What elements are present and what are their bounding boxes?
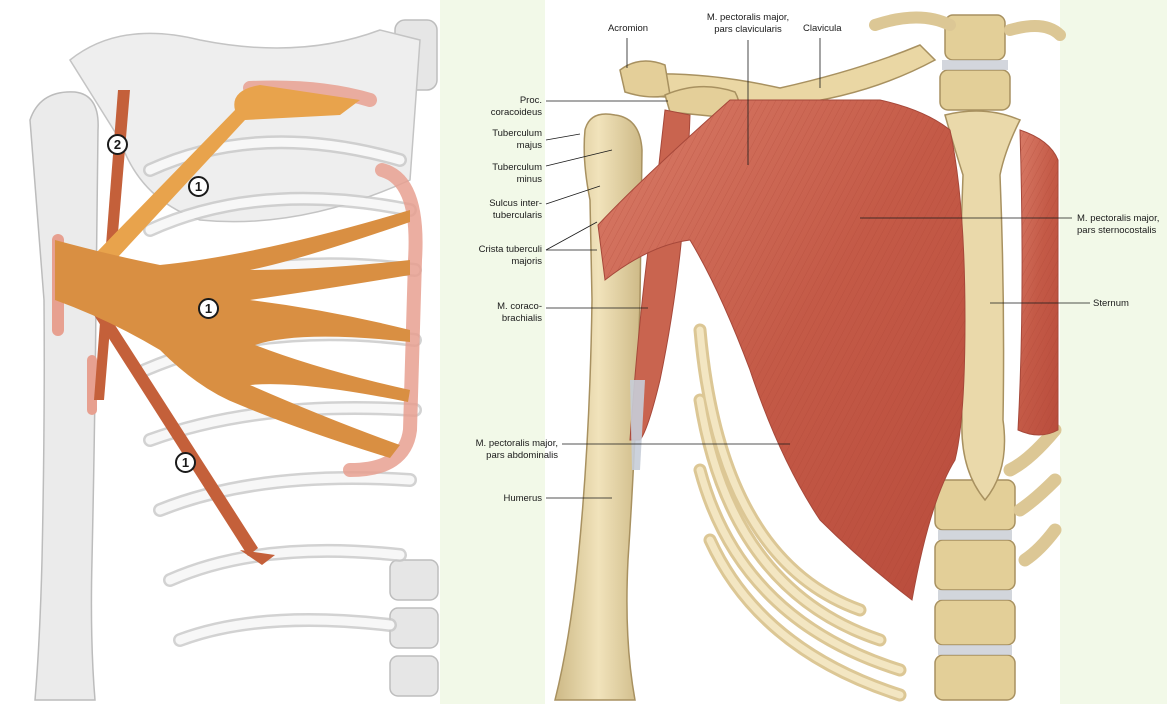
schematic-sternocostal-part	[55, 210, 410, 458]
label-sternum: Sternum	[1093, 298, 1129, 309]
label-clavicula: Clavicula	[803, 23, 842, 34]
label-pect-sternocostalis: M. pectoralis major, pars sternocostalis	[1077, 213, 1160, 236]
label-tuberculum-majus: Tuberculum majus	[492, 128, 542, 151]
illustration-panel	[545, 0, 1090, 704]
vertebral-column	[934, 14, 1016, 701]
label-humerus: Humerus	[503, 493, 542, 504]
marker-lower-strip: 1	[175, 452, 196, 473]
schematic-humerus	[29, 91, 99, 701]
marker-clavicular-part: 1	[188, 176, 209, 197]
marker-coracobrachialis: 2	[107, 134, 128, 155]
marker-sternocostal-part: 1	[198, 298, 219, 319]
label-crista: Crista tuberculi majoris	[478, 244, 542, 267]
label-tuberculum-minus: Tuberculum minus	[492, 162, 542, 185]
schematic-panel	[0, 0, 440, 704]
label-pect-abdominalis: M. pectoralis major, pars abdominalis	[475, 438, 558, 461]
label-pect-clavicularis: M. pectoralis major, pars clavicularis	[706, 12, 790, 35]
label-coracobrachialis: M. coraco- brachialis	[497, 301, 542, 324]
acromion	[619, 60, 671, 98]
label-proc-coracoideus: Proc. coracoideus	[490, 95, 542, 118]
schematic-spine	[389, 19, 439, 697]
label-acromion: Acromion	[607, 23, 649, 34]
schematic-sternum-origin	[343, 163, 423, 477]
label-sulcus: Sulcus inter- tubercularis	[489, 198, 542, 221]
leader-lines	[545, 38, 1090, 499]
schematic-lower-strip	[78, 283, 258, 556]
